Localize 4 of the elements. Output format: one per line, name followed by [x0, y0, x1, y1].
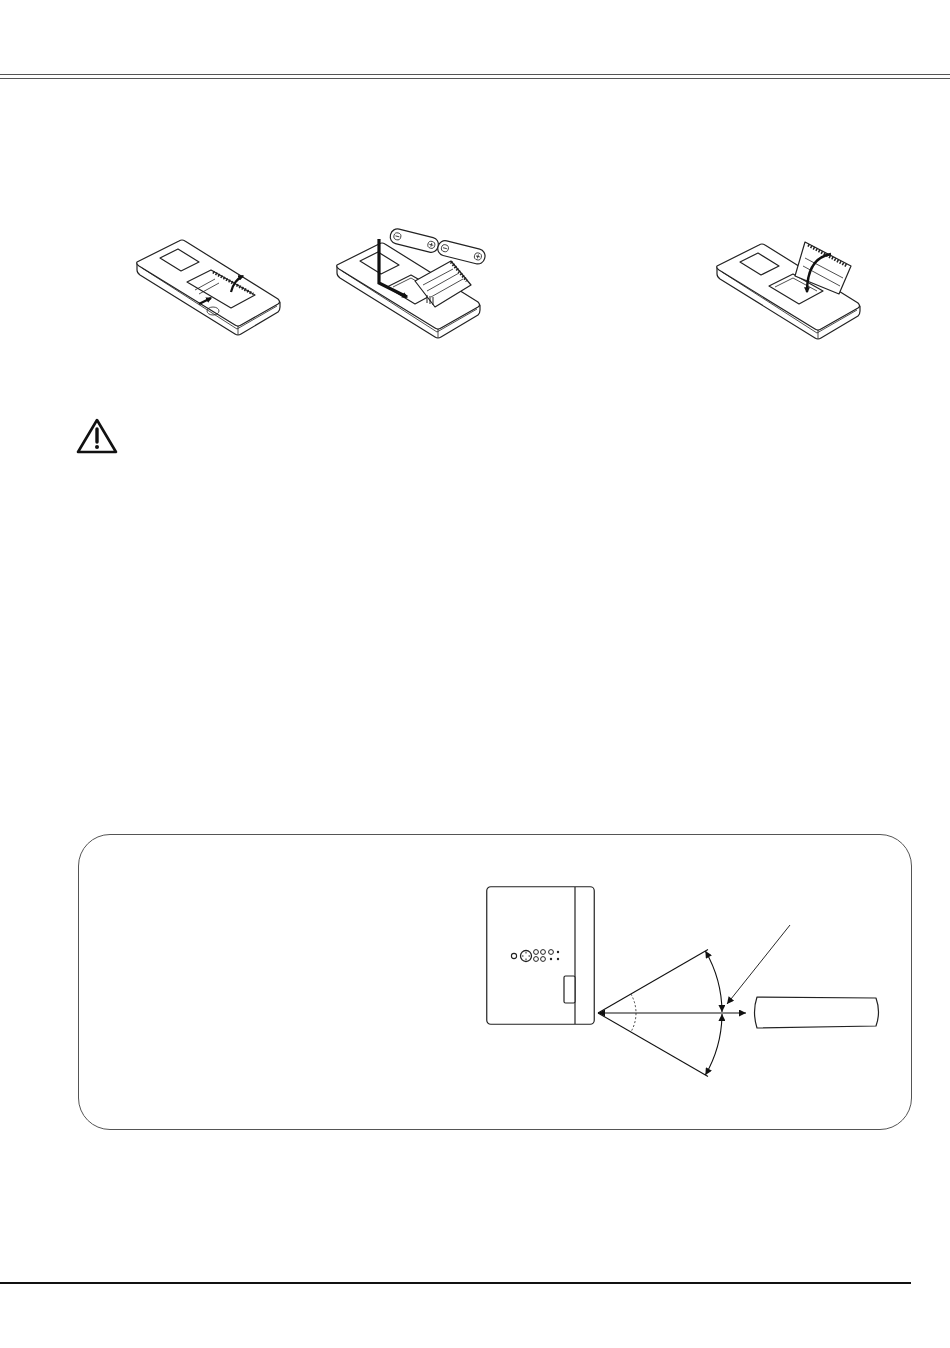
remote-control-outline [751, 994, 882, 1031]
projector-drawing [485, 885, 595, 1025]
rounded-panel [78, 834, 912, 1130]
double-arrow [597, 1009, 747, 1017]
